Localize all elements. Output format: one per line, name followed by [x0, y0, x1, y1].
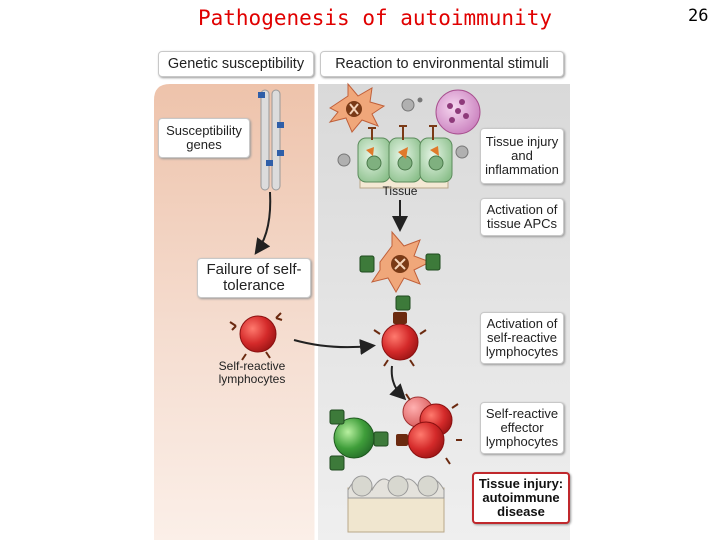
failure-of-self-tolerance-label: Failure of self-tolerance [197, 258, 311, 298]
chromosome-icon [258, 89, 284, 191]
activation-self-reactive-lymphocytes-label: Activation of self-reactive lymphocytes [480, 312, 564, 364]
autoimmune-disease-label: Tissue injury: autoimmune disease [472, 472, 570, 524]
activated-apc-icon [359, 230, 441, 311]
macrophage-cell-icon [435, 89, 481, 135]
environmental-stimuli-header: Reaction to environmental stimuli [320, 51, 564, 77]
slide-title: Pathogenesis of autoimmunity [197, 6, 552, 30]
tissue-epithelium-icon [357, 137, 453, 189]
susceptibility-genes-label: Susceptibility genes [158, 118, 250, 158]
arrow-activation-to-effector [389, 365, 407, 401]
arrow-lymphocyte-to-activation [293, 339, 376, 355]
effector-lymphocytes-icon [396, 393, 462, 465]
page-number: 26 [688, 6, 709, 26]
left-panel-background [154, 84, 315, 540]
arrow-genes-to-failure [254, 191, 272, 255]
self-reactive-lymphocytes-label: Self-reactive lymphocytes [218, 359, 286, 386]
activation-tissue-apcs-label: Activation of tissue APCs [480, 198, 564, 236]
activated-lymphocyte-icon [373, 312, 427, 367]
genetic-susceptibility-header: Genetic susceptibility [158, 51, 314, 77]
green-effector-cell-icon [329, 409, 389, 471]
tissue-label: Tissue [382, 184, 418, 198]
self-reactive-effector-lymphocytes-label: Self-reactive effector lymphocytes [480, 402, 564, 454]
damaged-tissue-icon [347, 475, 445, 533]
dendritic-cell-apc-icon [328, 82, 386, 133]
tissue-injury-inflammation-label: Tissue injury and inflammation [480, 128, 564, 184]
self-reactive-lymphocyte-icon [229, 312, 283, 361]
environmental-stimulus-icons [337, 97, 469, 167]
receptor-icons [368, 125, 437, 140]
